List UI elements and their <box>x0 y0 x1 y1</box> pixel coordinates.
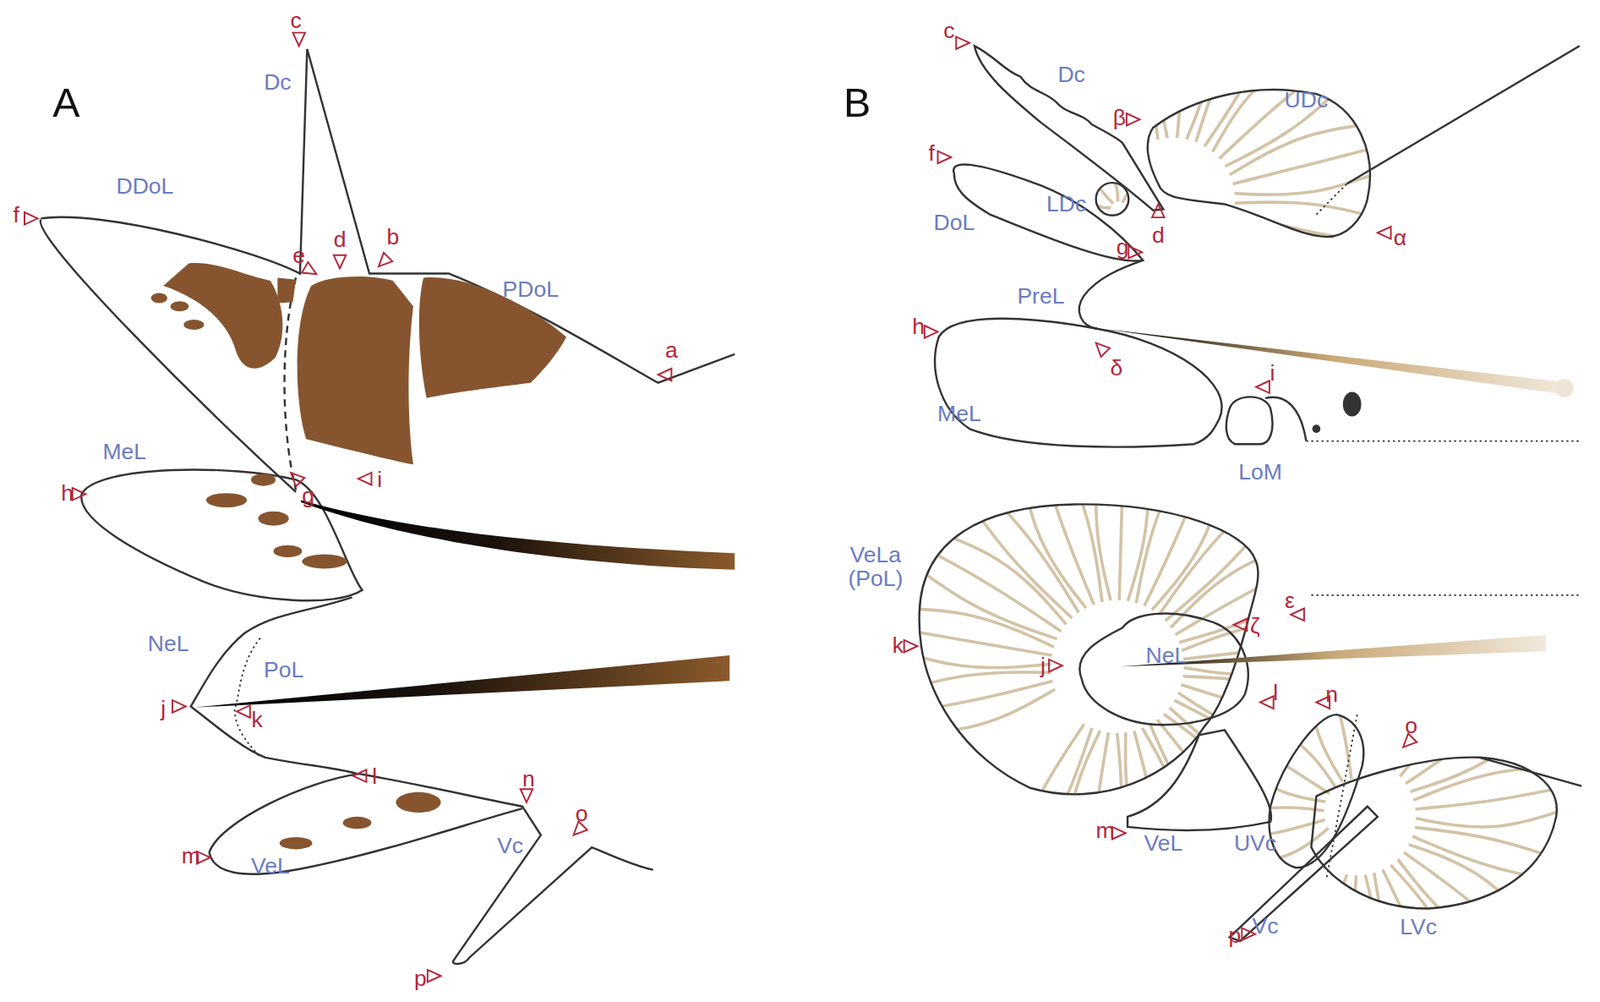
landmark-letter: j <box>160 696 166 721</box>
pointer-triangle <box>333 255 346 269</box>
part-name: NeL <box>147 631 190 656</box>
landmark-letter: k <box>892 633 904 657</box>
landmark-letter: α <box>1393 225 1407 250</box>
landmark-letter: ζ <box>1250 613 1261 638</box>
pointer-triangle <box>358 472 372 485</box>
part-name: PoL <box>263 657 304 682</box>
fan-veins <box>1326 605 1592 1002</box>
landmark-letter: h <box>60 480 74 505</box>
pointer-triangle <box>938 151 952 164</box>
pointer-triangle <box>904 639 918 652</box>
landmark-letter: m <box>181 843 201 868</box>
part-name: UVc <box>1234 830 1277 855</box>
landmark-letter: f <box>13 202 20 227</box>
panel-letter: B <box>843 80 871 124</box>
pointer-triangle <box>658 368 672 381</box>
landmark-letter: ε <box>1284 588 1295 612</box>
landmark-letter: b <box>386 224 399 249</box>
panel-letter: A <box>52 80 80 124</box>
landmark-letter: β <box>1113 105 1126 130</box>
pointer-triangle <box>24 212 39 224</box>
landmark-letter: d <box>1152 223 1165 247</box>
part-name: PreL <box>1016 283 1065 308</box>
landmark-letter: c <box>943 18 955 43</box>
landmark-letter: k <box>251 707 263 732</box>
pointer-triangle <box>374 252 393 271</box>
part-name: Dc <box>263 70 291 94</box>
part-name: MeL <box>937 401 982 426</box>
landmark-letter: n <box>522 766 536 791</box>
part-name: LoM <box>1238 459 1283 484</box>
pointer-triangle <box>955 36 970 49</box>
landmark-letter: d <box>333 227 347 252</box>
fan-veins <box>974 0 1417 350</box>
landmark-letter: g <box>1116 234 1130 259</box>
pointer-triangle <box>1260 695 1274 708</box>
landmark-letter: g <box>301 483 315 508</box>
pointer-triangle <box>1377 226 1392 239</box>
landmark-letter: f <box>928 141 935 165</box>
landmark-letter: l <box>1272 680 1278 705</box>
part-name: VeL <box>1143 830 1183 855</box>
landmark-letter: p <box>414 966 427 990</box>
landmark-letter: o <box>1404 713 1418 738</box>
part-name: DDoL <box>115 174 174 198</box>
landmark-letter: m <box>1095 818 1114 842</box>
pointer-triangle <box>236 704 251 717</box>
pointer-triangle <box>1152 203 1164 218</box>
pointer-triangle <box>286 468 305 487</box>
part-name: LVc <box>1399 914 1437 939</box>
pointer-triangle <box>292 32 305 47</box>
pointer-triangle <box>1234 618 1248 631</box>
pointer-triangle <box>1126 113 1141 126</box>
part-name: Dc <box>1057 62 1085 87</box>
landmark-letter: p <box>1228 922 1241 947</box>
pointer-triangle <box>520 788 533 803</box>
part-name: NeL <box>1146 643 1188 667</box>
landmark-letter: h <box>911 314 925 339</box>
landmark-letter: a <box>665 338 678 362</box>
part-name: Vc <box>1252 913 1279 938</box>
part-name: LDc <box>1046 192 1087 217</box>
landmark-letter: c <box>289 8 301 33</box>
landmark-letter: j <box>1040 653 1046 678</box>
pointer-triangle <box>1128 245 1142 258</box>
pointer-triangle <box>427 969 442 982</box>
pointer-triangle <box>1048 659 1063 672</box>
part-name: PDoL <box>502 277 559 301</box>
pointer-triangle <box>353 769 367 781</box>
landmark-letter: o <box>575 801 589 825</box>
pointer-triangle <box>172 699 186 712</box>
part-name: VeLa (PoL) <box>835 542 918 590</box>
part-name: MeL <box>102 439 147 464</box>
pointer-triangle <box>1255 380 1270 393</box>
landmark-letter: δ <box>1109 355 1123 380</box>
part-name: VeL <box>251 853 290 878</box>
fan-veins <box>853 401 1382 932</box>
landmark-letter: i <box>1270 360 1276 385</box>
part-name: DoL <box>933 210 975 235</box>
pointer-triangle <box>72 487 87 500</box>
landmark-letter: n <box>1325 682 1338 706</box>
part-name: Vc <box>496 833 524 858</box>
landmark-letter: e <box>292 243 306 268</box>
part-name: UDc <box>1284 87 1329 112</box>
pointer-triangle <box>924 325 939 338</box>
landmark-letter: i <box>376 467 383 492</box>
pointer-triangle <box>1092 338 1110 357</box>
landmark-letter: l <box>371 764 377 788</box>
